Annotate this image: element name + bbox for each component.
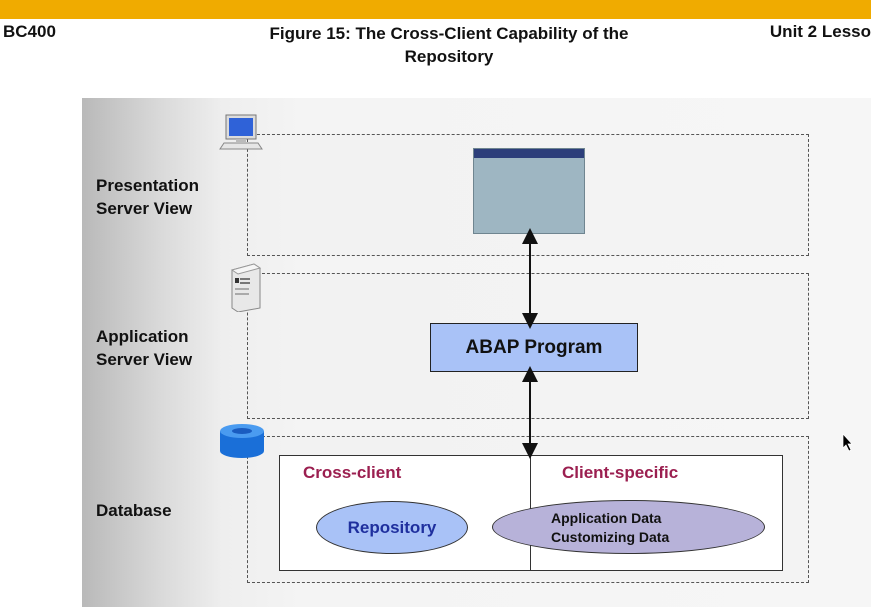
unit-lesson-label: Unit 2 Lesso xyxy=(769,22,871,41)
course-code: BC400 xyxy=(3,22,56,41)
computer-monitor-icon xyxy=(219,114,263,150)
database-layer-label: Database xyxy=(96,501,172,520)
application-layer-label: Application Server View xyxy=(96,327,193,369)
cross-client-heading: Cross-client xyxy=(303,463,402,482)
server-tower-icon xyxy=(230,263,262,312)
figure-title: Figure 15: The Cross-Client Capability o… xyxy=(269,24,629,66)
top-accent-bar xyxy=(0,0,871,19)
presentation-layer-label: Presentation Server View xyxy=(96,176,199,218)
customizing-data-label: Customizing Data xyxy=(551,529,670,545)
mouse-cursor-icon xyxy=(842,433,853,452)
window-title-bar xyxy=(474,149,584,158)
database-cylinder-icon xyxy=(220,424,264,458)
repository-ellipse: Repository xyxy=(316,501,468,554)
client-specific-heading: Client-specific xyxy=(562,463,679,482)
sap-gui-window-icon xyxy=(473,148,585,234)
client-data-ellipse: Application Data Customizing Data xyxy=(492,500,765,554)
application-data-label: Application Data xyxy=(551,510,662,526)
abap-program-box: ABAP Program xyxy=(430,323,638,372)
